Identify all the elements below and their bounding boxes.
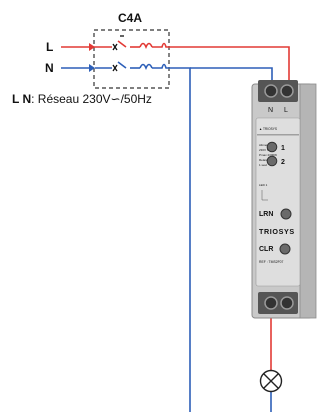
clr-button[interactable] [279, 243, 291, 255]
clr-label: CLR [259, 246, 273, 253]
live-arrow-icon [89, 43, 95, 51]
panel-text-5: 1 seul [259, 163, 267, 167]
neutral-wire [61, 61, 273, 412]
breaker-switch-icon [112, 35, 124, 72]
lrn-label: LRN [259, 211, 273, 218]
caption-prefix: L N [12, 92, 32, 106]
din-module: N L ▲ TRIOSYS Alimentation 230V 50Hz Pma… [251, 80, 317, 319]
panel-text-3: Pmax 2300W [259, 153, 277, 157]
network-caption: L N: Réseau 230V∽/50Hz [12, 92, 152, 106]
neutral-arrow-icon [89, 64, 95, 72]
panel-caption: LED 1 [259, 183, 268, 187]
neutral-label: N [45, 61, 54, 75]
led-2-button[interactable] [266, 155, 278, 167]
caption-text: : Réseau 230V∽/50Hz [31, 92, 152, 106]
live-label: L [46, 40, 53, 54]
terminal-n [264, 84, 278, 98]
terminal-bottom-left [264, 296, 278, 310]
brand-label: TRIOSYS [259, 227, 295, 236]
terminal-top-left-label: N [268, 107, 273, 114]
panel-text-4: Relais [259, 158, 268, 162]
ref-label: REF : TMS2F07 [259, 260, 284, 264]
led-1-button[interactable] [266, 141, 278, 153]
lamp-icon [259, 369, 283, 393]
terminal-l [280, 84, 294, 98]
terminal-top-right-label: L [284, 107, 288, 114]
lrn-button[interactable] [280, 208, 292, 220]
breaker-box [93, 29, 170, 89]
led-2-label: 2 [281, 159, 285, 166]
led-1-label: 1 [281, 145, 285, 152]
panel-text-2: 230V 50Hz [259, 148, 274, 152]
breaker-label: C4A [118, 11, 142, 25]
terminal-bottom-right [280, 296, 294, 310]
panel-heading: ▲ TRIOSYS [259, 127, 277, 131]
